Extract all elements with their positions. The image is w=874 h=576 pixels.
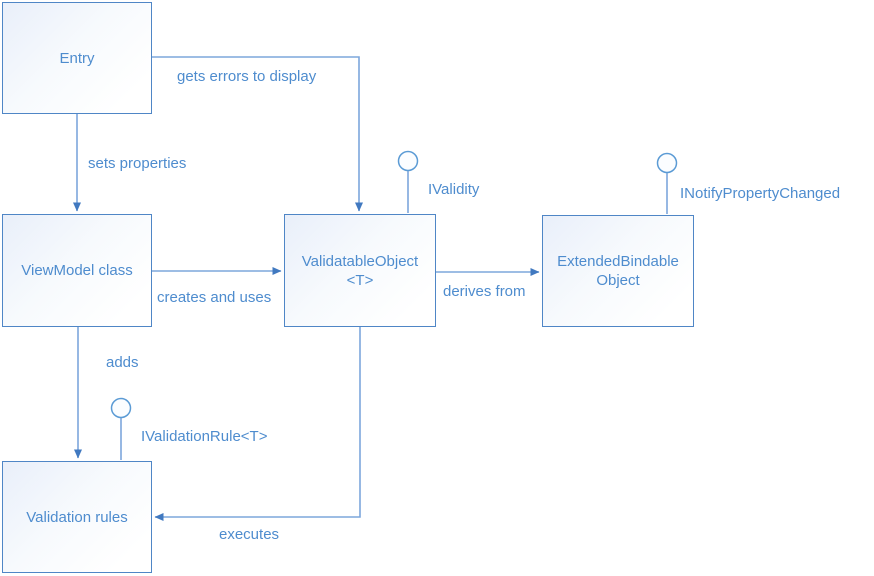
interface-label-ivalidationrule: IValidationRule<T> <box>139 428 270 446</box>
interface-label-ivalidity: IValidity <box>426 181 482 199</box>
edge-executes <box>154 327 361 521</box>
node-extended-bindable-object-label-line1: ExtendedBindable <box>557 253 679 270</box>
node-validatable-object-label-line2: <T> <box>346 271 374 289</box>
node-entry-label: Entry <box>59 49 95 67</box>
edge-label-gets-errors-to-display: gets errors to display <box>175 68 319 86</box>
node-validatable-object: ValidatableObject <T> <box>284 214 436 327</box>
node-viewmodel-class: ViewModel class <box>2 214 152 327</box>
node-entry: Entry <box>2 2 152 114</box>
edge-label-executes: executes <box>217 526 282 544</box>
node-viewmodel-class-label: ViewModel class <box>21 262 133 279</box>
edge-label-sets-properties: sets properties <box>86 155 189 173</box>
node-extended-bindable-object: ExtendedBindable Object <box>542 215 694 327</box>
lollipop-ivalidity-icon <box>397 150 419 213</box>
edge-gets-errors-to-display <box>152 56 363 212</box>
edge-label-creates-and-uses: creates and uses <box>155 289 274 307</box>
edge-label-adds: adds <box>104 354 141 372</box>
node-validation-rules: Validation rules <box>2 461 152 573</box>
edge-label-derives-from: derives from <box>441 283 528 301</box>
lollipop-inotifypropertychanged-icon <box>656 152 678 214</box>
lollipop-ivalidationrule-icon <box>110 397 132 460</box>
node-extended-bindable-object-label-line2: Object <box>596 272 640 289</box>
node-validatable-object-label-line1: ValidatableObject <box>301 252 419 270</box>
node-validation-rules-label: Validation rules <box>26 508 128 526</box>
interface-label-inotifypropertychanged: INotifyPropertyChanged <box>678 185 843 203</box>
